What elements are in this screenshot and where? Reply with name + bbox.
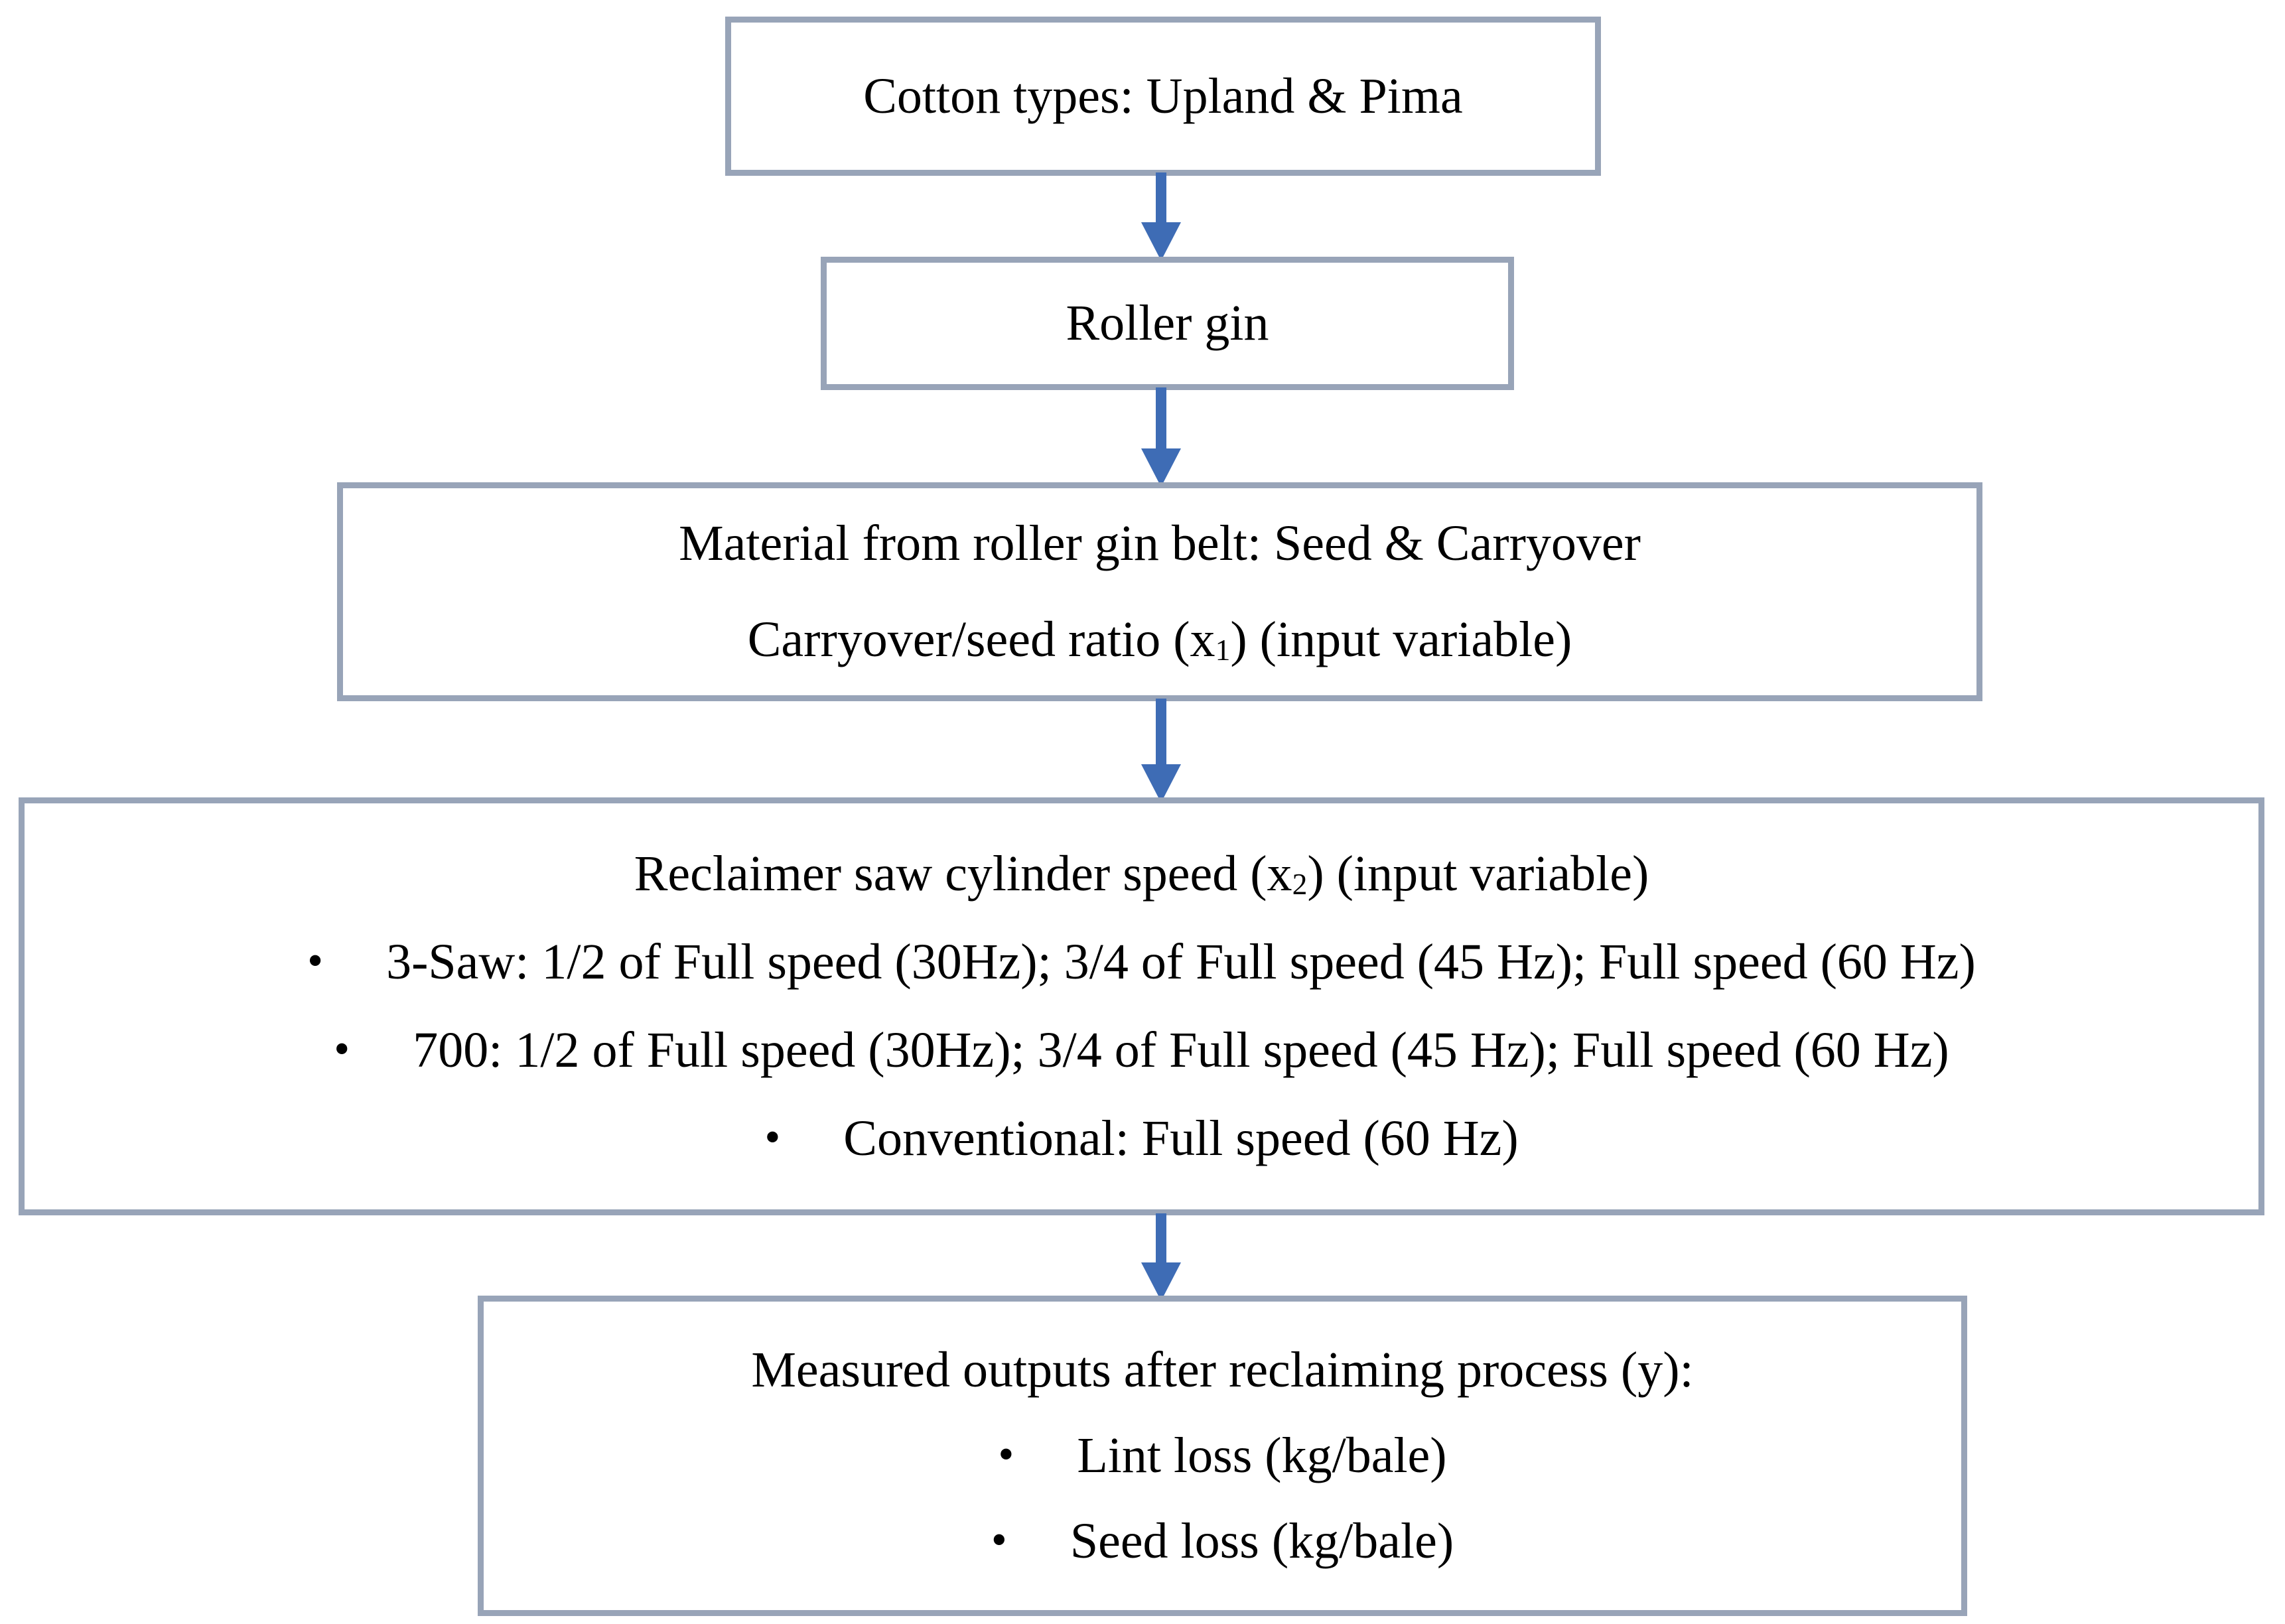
reclaimer-header: Reclaimer saw cylinder speed (x2) (input… xyxy=(634,845,1649,903)
reclaimer-bullet-conventional-text: Conventional: Full speed (60 Hz) xyxy=(843,1111,1519,1166)
reclaimer-bullet-3saw-text: 3-Saw: 1/2 of Full speed (30Hz); 3/4 of … xyxy=(386,934,1976,990)
box-reclaimer-saw-speed: Reclaimer saw cylinder speed (x2) (input… xyxy=(19,797,2264,1215)
reclaimer-header-text: Reclaimer saw cylinder speed (x xyxy=(634,846,1292,902)
reclaimer-bullet-700: • 700: 1/2 of Full speed (30Hz); 3/4 of … xyxy=(334,1022,1949,1079)
flow-arrow-4 xyxy=(1140,1213,1182,1301)
roller-gin-label: Roller gin xyxy=(1066,295,1269,351)
reclaimer-bullet-700-text: 700: 1/2 of Full speed (30Hz); 3/4 of Fu… xyxy=(413,1022,1949,1078)
arrow-head-icon xyxy=(1141,1262,1181,1301)
outputs-bullet-lint-loss: • Lint loss (kg/bale) xyxy=(998,1427,1446,1485)
cotton-types-label: Cotton types: Upland & Pima xyxy=(863,68,1463,124)
arrow-shaft xyxy=(1156,172,1166,226)
flow-arrow-1 xyxy=(1140,172,1182,261)
material-line-2-text: Carryover/seed ratio (x xyxy=(747,612,1215,667)
arrow-shaft xyxy=(1156,699,1166,768)
material-line-2: Carryover/seed ratio (x1) (input variabl… xyxy=(748,611,1572,669)
reclaimer-bullet-3saw: • 3-Saw: 1/2 of Full speed (30Hz); 3/4 o… xyxy=(307,933,1976,991)
reclaimer-header-suffix: ) (input variable) xyxy=(1307,846,1649,902)
bullet-icon: • xyxy=(307,935,324,986)
arrow-shaft xyxy=(1156,387,1166,452)
bullet-icon: • xyxy=(991,1514,1007,1565)
box-material-from-roller-gin: Material from roller gin belt: Seed & Ca… xyxy=(337,482,1982,701)
material-line-2-suffix: ) (input variable) xyxy=(1230,612,1572,667)
flow-arrow-3 xyxy=(1140,699,1182,803)
material-line-1: Material from roller gin belt: Seed & Ca… xyxy=(679,515,1641,571)
outputs-bullet-lint-loss-text: Lint loss (kg/bale) xyxy=(1077,1428,1447,1483)
flow-arrow-2 xyxy=(1140,387,1182,487)
arrow-shaft xyxy=(1156,1213,1166,1266)
bullet-icon: • xyxy=(998,1428,1014,1479)
box-roller-gin: Roller gin xyxy=(821,257,1514,390)
x2-subscript: 2 xyxy=(1292,867,1308,902)
box-cotton-types: Cotton types: Upland & Pima xyxy=(725,17,1601,176)
bullet-icon: • xyxy=(764,1111,781,1162)
arrow-head-icon xyxy=(1141,448,1181,487)
bullet-icon: • xyxy=(334,1023,350,1074)
arrow-head-icon xyxy=(1141,222,1181,261)
outputs-bullet-seed-loss: • Seed loss (kg/bale) xyxy=(991,1513,1454,1570)
reclaimer-bullet-conventional: • Conventional: Full speed (60 Hz) xyxy=(764,1110,1518,1168)
arrow-head-icon xyxy=(1141,764,1181,803)
box-measured-outputs: Measured outputs after reclaiming proces… xyxy=(478,1296,1967,1616)
x1-subscript: 1 xyxy=(1215,633,1231,667)
outputs-header: Measured outputs after reclaiming proces… xyxy=(751,1342,1694,1398)
outputs-bullet-seed-loss-text: Seed loss (kg/bale) xyxy=(1070,1513,1454,1569)
